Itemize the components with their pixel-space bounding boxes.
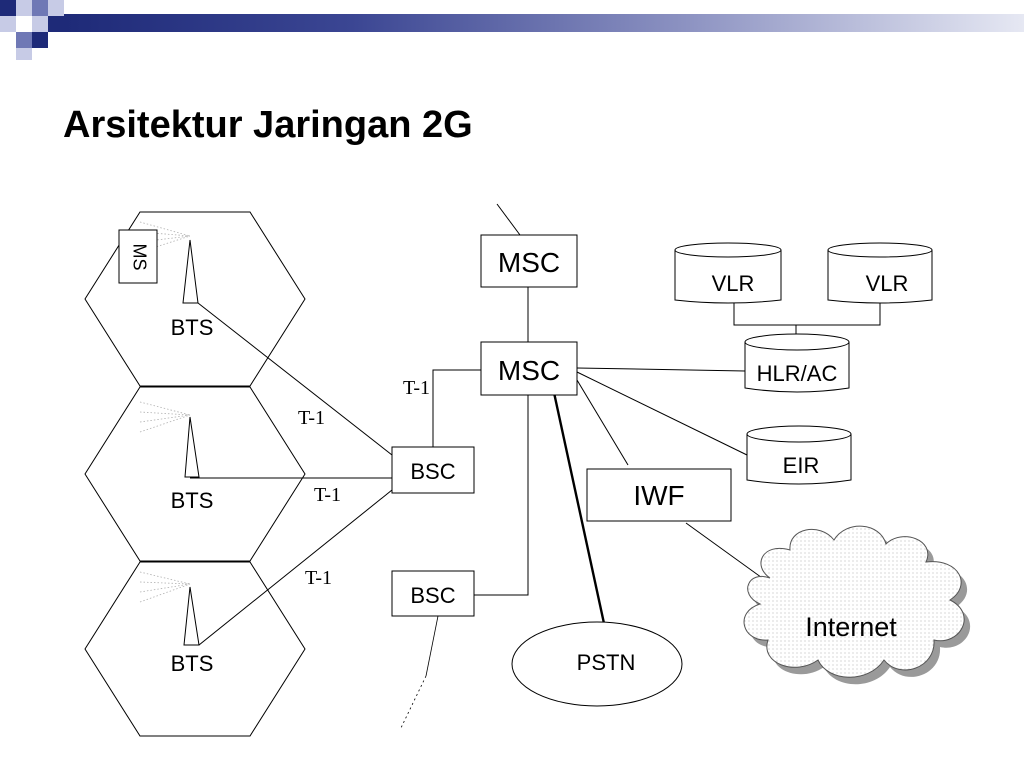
t1-link-line	[432, 369, 481, 447]
vlr-database: VLR	[674, 242, 782, 304]
msc-pstn-link-line	[551, 387, 607, 629]
bsc-downlink-line	[425, 615, 439, 677]
corner-decoration-square	[32, 32, 48, 48]
msc-node: MSC	[480, 341, 578, 396]
cell-hexagon	[84, 386, 306, 562]
corner-decoration-square	[16, 48, 32, 60]
internet-label: Internet	[805, 612, 897, 642]
iwf-internet-link-line	[685, 522, 766, 581]
cell-hexagon	[84, 561, 306, 737]
iwf-node: IWF	[586, 468, 732, 522]
bsc-node: BSC	[391, 570, 475, 617]
vlr-label: VLR	[712, 271, 755, 296]
corner-decoration-square	[32, 0, 48, 16]
corner-decoration-square	[0, 0, 16, 16]
msc-uplink-line	[496, 203, 521, 236]
vlr-label: VLR	[866, 271, 909, 296]
msc-iwf-link-line	[576, 379, 629, 466]
eir-label: EIR	[783, 453, 820, 478]
ms-box	[118, 229, 158, 284]
internet-cloud: Internet	[743, 525, 971, 685]
bts-label: BTS	[171, 315, 214, 340]
msc-node: MSC	[480, 234, 578, 288]
hlr-ac-database: HLR/AC	[744, 333, 850, 393]
ms-label: MS	[129, 244, 149, 271]
corner-decoration-square	[48, 0, 64, 16]
bts-label: BTS	[171, 488, 214, 513]
t1-link-line	[198, 489, 393, 646]
bsc-label: BSC	[410, 459, 455, 484]
corner-decoration-square	[32, 16, 48, 32]
msc-hlr-link-line	[576, 367, 746, 372]
t1-label: T-1	[314, 484, 341, 506]
hlr-ac-label: HLR/AC	[757, 361, 838, 386]
eir-database: EIR	[746, 425, 852, 485]
corner-decoration-square	[0, 16, 16, 32]
vlr-database: VLR	[827, 242, 933, 304]
radio-signal-icon	[139, 571, 191, 603]
corner-decoration-square	[16, 0, 32, 16]
antenna-tower-icon	[183, 586, 200, 646]
header-gradient-band	[64, 14, 1024, 32]
antenna-tower-icon	[184, 416, 200, 478]
bsc-downlink-line	[399, 675, 427, 731]
vlr-hlr-link-line	[733, 300, 881, 326]
pstn-node: PSTN	[511, 621, 683, 707]
msc-label: MSC	[498, 355, 560, 386]
bsc-msc-link-line	[474, 395, 529, 596]
bsc-node: BSC	[391, 446, 475, 494]
slide-title: Arsitektur Jaringan 2G	[63, 104, 473, 146]
corner-decoration-square	[48, 16, 64, 32]
bsc-label: BSC	[410, 583, 455, 608]
radio-signal-icon	[139, 401, 191, 433]
t1-link-line	[197, 302, 393, 456]
t1-label: T-1	[305, 567, 332, 589]
t1-label: T-1	[298, 407, 325, 429]
msc-label: MSC	[498, 247, 560, 278]
bts-label: BTS	[171, 651, 214, 676]
antenna-tower-icon	[182, 239, 199, 304]
iwf-label: IWF	[633, 480, 684, 511]
msc-eir-link-line	[576, 371, 748, 456]
cell-hexagon	[84, 211, 306, 387]
corner-decoration-square	[16, 32, 32, 48]
pstn-label: PSTN	[577, 650, 636, 675]
t1-label: T-1	[403, 377, 430, 399]
